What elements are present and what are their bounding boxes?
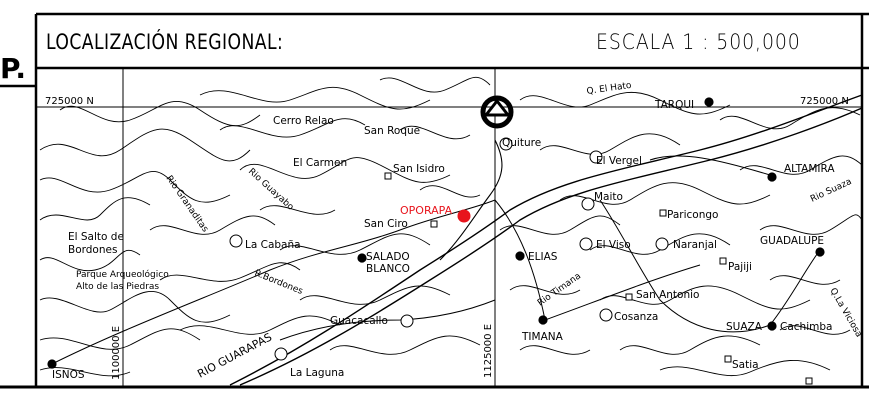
label-el-salto-2: Bordones <box>68 244 117 256</box>
label-san-roque: San Roque <box>364 125 420 137</box>
label-pajiji: Pajiji <box>728 261 752 273</box>
label-r-bordones: R.Bordones <box>253 269 304 298</box>
place-labels: Cerro Relao San Roque Quiture El Vergel … <box>52 81 864 381</box>
town-markers <box>47 97 825 369</box>
label-elias: ELIAS <box>528 251 558 263</box>
square-markers <box>384 172 813 385</box>
contour-lines <box>39 76 863 377</box>
roads <box>49 155 821 366</box>
label-isnos: ISNOS <box>52 369 85 381</box>
label-salado: SALADO <box>366 251 410 263</box>
header-left-fragment: P. <box>0 52 27 85</box>
label-el-viso: El Viso <box>596 239 631 251</box>
label-blanco: BLANCO <box>366 263 410 275</box>
label-paricongo: Paricongo <box>667 209 718 221</box>
label-san-ciro: San Ciro <box>364 218 408 230</box>
coord-north-left: 725000 N <box>45 96 94 107</box>
map-scale: ESCALA 1 : 500,000 <box>596 30 801 54</box>
label-satia: Satia <box>732 359 759 371</box>
label-q-la-viciosa: Q.La Viciosa <box>827 287 863 340</box>
label-cosanza: Cosanza <box>614 311 658 323</box>
map-title: LOCALIZACIÓN REGIONAL: <box>46 30 284 54</box>
coordinate-labels: 725000 N 725000 N 1100000 E 1125000 E <box>45 96 849 380</box>
north-arrow-icon <box>480 95 514 129</box>
label-cerro-relao: Cerro Relao <box>273 115 334 127</box>
village-markers <box>229 137 669 361</box>
oporapa-marker <box>457 209 471 223</box>
label-timana: TIMANA <box>521 331 564 343</box>
label-rio-suaza: Rio Suaza <box>809 177 853 205</box>
label-q-el-hato: Q. El Hato <box>586 81 633 97</box>
label-el-carmen: El Carmen <box>293 157 347 169</box>
label-el-salto-1: El Salto de <box>68 231 124 243</box>
label-el-vergel: El Vergel <box>596 155 642 167</box>
coord-east-left: 1100000 E <box>111 326 122 380</box>
label-parque-1: Parque Arqueológico <box>76 269 169 280</box>
coord-north-right: 725000 N <box>800 96 849 107</box>
label-cachimba: Cachimba <box>780 321 832 333</box>
label-parque-2: Alto de las Piedras <box>76 282 159 292</box>
label-suaza: SUAZA <box>726 321 763 333</box>
label-tarqui: TARQUI <box>654 99 694 111</box>
coordinate-grid <box>36 68 862 387</box>
label-altamira: ALTAMIRA <box>784 163 835 175</box>
main-river <box>229 94 863 386</box>
label-rio-granaditas: Rio Granaditas <box>164 174 210 234</box>
coord-east-center: 1125000 E <box>483 324 494 378</box>
label-rio-guarapas: RIO GUARAPAS <box>195 331 274 381</box>
label-maito: Maito <box>594 191 623 203</box>
label-la-laguna: La Laguna <box>290 367 344 379</box>
label-guadalupe: GUADALUPE <box>760 235 824 247</box>
label-guacacallo: Guacacallo <box>330 315 388 327</box>
label-la-cabana: La Cabaña <box>245 239 301 251</box>
label-san-isidro: San Isidro <box>393 163 445 175</box>
label-quiture: Quiture <box>502 137 541 149</box>
label-san-antonio: San Antonio <box>636 289 699 301</box>
label-oporapa: OPORAPA <box>400 204 453 217</box>
frame-lines <box>0 12 869 389</box>
label-naranjal: Naranjal <box>673 239 717 251</box>
